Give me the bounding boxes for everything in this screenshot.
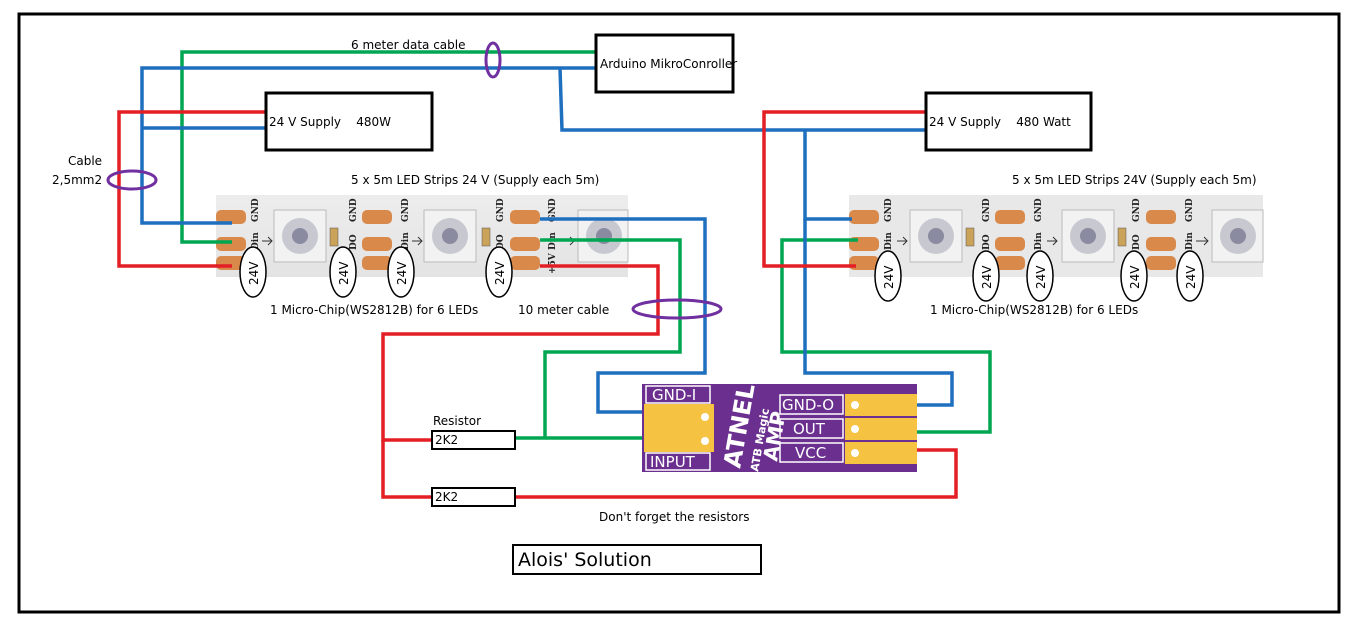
- data-cable-label: 6 meter data cable: [351, 38, 466, 52]
- supply-left-box: 24 V Supply 480W: [264, 91, 434, 152]
- diagram-frame: [17, 12, 1341, 614]
- arduino-box: Arduino MikroConroller: [594, 33, 737, 94]
- voltage-badge: 24V: [395, 261, 409, 285]
- pin-out: OUT: [793, 420, 826, 438]
- strip-right-gnd-mark-3: GND: [1034, 198, 1044, 222]
- voltage-badges-left: 24V 24V 24V 24V: [239, 246, 513, 298]
- voltage-badge: 24V: [1128, 265, 1142, 289]
- pin-input: INPUT: [650, 453, 696, 471]
- resistor-1-value: 2K2: [435, 433, 458, 447]
- cable-marker-10m: [631, 298, 723, 320]
- amp-board: GND-I INPUT GND-O OUT VCC ATNEL ATB Magi…: [642, 382, 917, 473]
- supply-right-label: 24 V Supply 480 Watt: [929, 115, 1071, 129]
- strip-right-gnd-mark-2: GND: [982, 198, 992, 222]
- strip-left-gnd-mark: GND: [251, 198, 261, 222]
- data-wire-green: [180, 50, 992, 440]
- arduino-label: Arduino MikroConroller: [600, 57, 737, 71]
- supply-left-label: 24 V Supply 480W: [269, 115, 391, 129]
- strip-left-gnd-mark-5: GND: [548, 198, 558, 222]
- voltage-badges-right: 24V 24V 24V 24V 24V: [874, 250, 1204, 302]
- pin-vcc: VCC: [795, 444, 826, 462]
- voltage-badge: 24V: [493, 261, 507, 285]
- strip-right-gnd-mark: GND: [884, 198, 894, 222]
- strip-right-din-mark-2: Din: [1034, 232, 1044, 250]
- resistor-2: 2K2: [431, 487, 516, 507]
- cable-10m-label: 10 meter cable: [518, 303, 609, 317]
- voltage-badge: 24V: [1034, 265, 1048, 289]
- voltage-badge: 24V: [1184, 265, 1198, 289]
- resistor-1: 2K2: [431, 430, 516, 450]
- chip-left-label: 1 Micro-Chip(WS2812B) for 6 LEDs: [270, 303, 478, 317]
- cable-label-line2: 2,5mm2: [52, 173, 102, 187]
- ground-wire-blue: [140, 66, 954, 414]
- chip-right-label: 1 Micro-Chip(WS2812B) for 6 LEDs: [930, 303, 1138, 317]
- resistor-2-value: 2K2: [435, 490, 458, 504]
- voltage-badge: 24V: [980, 265, 994, 289]
- strip-left-gnd-mark-2: GND: [349, 198, 359, 222]
- voltage-badge: 24V: [337, 261, 351, 285]
- resistor-note: Don't forget the resistors: [599, 510, 749, 524]
- strip-left-do-mark: DO: [349, 234, 359, 250]
- strip-left-din-mark: Din: [251, 232, 261, 250]
- solution-box: Alois' Solution: [512, 544, 762, 575]
- strip-left-gnd-mark-3: GND: [401, 198, 411, 222]
- strip-left-plus-mark: +5V: [548, 252, 558, 274]
- pin-gnd-i: GND-I: [652, 386, 696, 404]
- solution-label: Alois' Solution: [518, 549, 652, 571]
- voltage-badge: 24V: [882, 265, 896, 289]
- resistor-caption: Resistor: [433, 414, 481, 428]
- strips-right-label: 5 x 5m LED Strips 24V (Supply each 5m): [1012, 173, 1257, 187]
- strip-right-do-mark-2: DO: [1132, 234, 1142, 250]
- strip-right-din-mark: Din: [884, 232, 894, 250]
- voltage-badge: 24V: [247, 261, 261, 285]
- cable-marker-data: [484, 41, 502, 79]
- strip-right-gnd-mark-4: GND: [1132, 198, 1142, 222]
- strip-left-din-mark-2: Din: [401, 232, 411, 250]
- strip-right-din-mark-3: Din: [1185, 232, 1195, 250]
- cable-label-line1: Cable: [68, 154, 102, 168]
- pin-gnd-o: GND-O: [782, 396, 834, 414]
- strip-left-do-mark-2: DO: [496, 234, 506, 250]
- strip-left-gnd-mark-4: GND: [496, 198, 506, 222]
- strip-right-do-mark: DO: [982, 234, 992, 250]
- strips-left-label: 5 x 5m LED Strips 24 V (Supply each 5m): [351, 173, 599, 187]
- supply-right-box: 24 V Supply 480 Watt: [924, 91, 1093, 152]
- strip-right-gnd-mark-5: GND: [1185, 198, 1195, 222]
- cable-marker-power: [106, 169, 158, 191]
